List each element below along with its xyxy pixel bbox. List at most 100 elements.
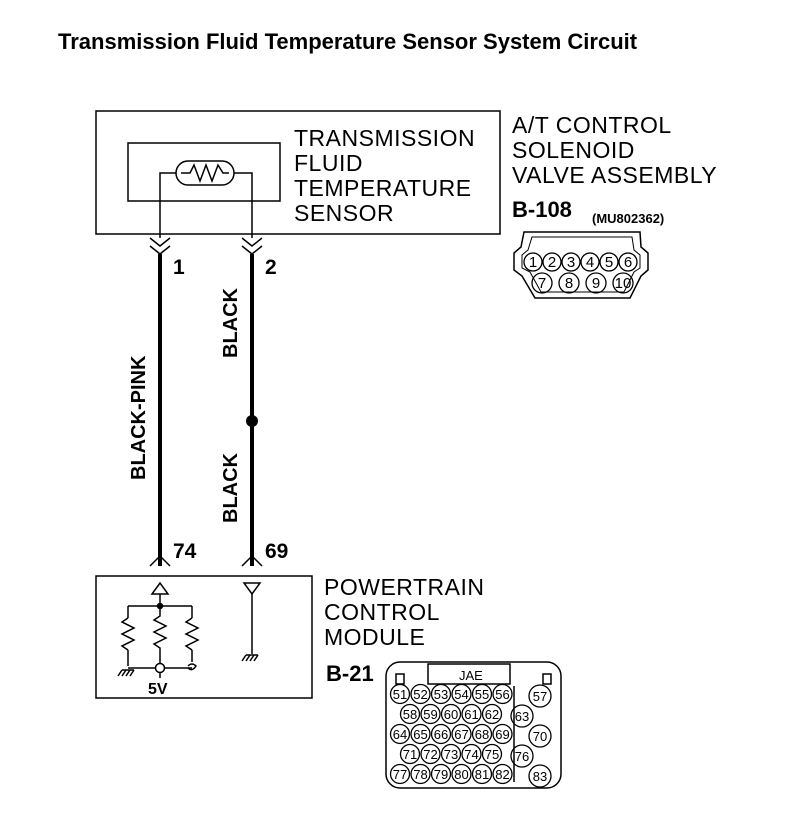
connector-pin-number: 59: [423, 707, 437, 722]
connector-pin-number: 70: [533, 729, 547, 744]
wire-color-right-lower: BLACK: [220, 452, 242, 523]
connector-pin: 6: [618, 252, 638, 272]
connector-pin: 76: [510, 744, 534, 768]
sensor-lead-right: [234, 172, 253, 238]
connector-pin: 58: [399, 703, 421, 725]
connector-pin-number: 9: [592, 275, 600, 292]
connector-pin-number: 4: [586, 254, 594, 271]
connector-pin: 68: [471, 723, 493, 745]
connector-pin-number: 56: [495, 687, 509, 702]
sensor-lead-left: [159, 172, 176, 238]
connector-pin: 72: [420, 743, 441, 765]
connector-pin: 62: [481, 703, 503, 725]
connector-pin-number: 51: [393, 687, 407, 702]
connector-pin: 77: [389, 763, 411, 785]
sensor-box: [127, 142, 281, 202]
connector-pin-number: 53: [434, 687, 448, 702]
pcm-label: POWERTRAIN CONTROL MODULE: [324, 574, 491, 650]
connector-pin-number: 77: [393, 767, 407, 782]
connector-pin-number: 54: [454, 687, 468, 702]
connector-pin: 2: [542, 252, 562, 272]
connector-pin: 10: [612, 272, 634, 294]
wire-color-left: BLACK-PINK: [128, 355, 150, 480]
connector-pin-number: 3: [567, 254, 575, 271]
connector-pin-number: 1: [529, 254, 537, 271]
ground-icon: [117, 669, 135, 677]
solenoid-connector-id: B-108: [512, 197, 572, 222]
pcm-pin-74-label: 74: [173, 540, 197, 563]
connector-pin-number: 82: [495, 767, 509, 782]
connector-pin-number: 74: [464, 747, 478, 762]
connector-pin: 66: [430, 723, 452, 745]
connector-pin-number: 66: [434, 727, 448, 742]
connector-pin: 60: [440, 703, 462, 725]
connector-pin-number: 78: [413, 767, 427, 782]
connector-pin-number: 73: [444, 747, 458, 762]
connector-pin: 56: [492, 683, 513, 705]
connector-pin-number: 80: [454, 767, 468, 782]
connector-pin: 70: [528, 724, 552, 748]
connector-pin: 61: [461, 703, 482, 725]
connector-pin-number: 65: [413, 727, 427, 742]
connector-pin-number: 61: [464, 707, 478, 722]
connector-pin-number: 71: [403, 747, 417, 762]
connector-pin-number: 68: [475, 727, 489, 742]
connector-pin: 82: [492, 763, 513, 785]
sensor-label: TRANSMISSION FLUID TEMPERATURE SENSOR: [294, 125, 482, 226]
wire-entry-chevrons: [149, 237, 263, 255]
connector-pin: 71: [399, 743, 421, 765]
connector-pin: 3: [561, 252, 581, 272]
connector-pin-number: 79: [434, 767, 448, 782]
connector-pin-number: 6: [624, 254, 632, 271]
connector-pin-number: 72: [423, 747, 437, 762]
connector-pin: 79: [430, 763, 452, 785]
pcm-entry-chevrons: [149, 554, 263, 567]
solenoid-assembly-label: A/T CONTROL SOLENOID VALVE ASSEMBLY: [512, 112, 717, 188]
connector-pin: 73: [440, 743, 462, 765]
connector-pin: 8: [558, 272, 580, 294]
pcm-input-circuit: [120, 581, 200, 678]
connector-pin: 9: [585, 272, 607, 294]
connector-pin: 5: [599, 252, 619, 272]
ground-icon: [241, 654, 259, 662]
wire-splice-junction: [246, 415, 258, 427]
connector-pin: 75: [481, 743, 503, 765]
connector-pin-number: 60: [444, 707, 458, 722]
solenoid-part-number: (MU802362): [592, 211, 664, 226]
connector-pin: 55: [471, 683, 493, 705]
connector-pin: 59: [420, 703, 441, 725]
connector-pin-number: 62: [485, 707, 499, 722]
connector-pin-number: 10: [615, 275, 632, 292]
connector-pin-number: 52: [413, 687, 427, 702]
pcm-connector-id: B-21: [326, 661, 374, 686]
connector-pin: 57: [528, 684, 552, 708]
connector-pin: 83: [528, 764, 552, 788]
connector-pin: 1: [523, 252, 543, 272]
connector-pin-number: 2: [548, 254, 556, 271]
connector-pin-number: 5: [605, 254, 613, 271]
connector-pin: 51: [389, 683, 411, 705]
connector-pin: 53: [430, 683, 452, 705]
connector-pin-number: 81: [475, 767, 489, 782]
connector-pin: 81: [471, 763, 493, 785]
connector-pin: 65: [410, 723, 431, 745]
solenoid-connector-face: [513, 231, 649, 299]
connector-pin: 74: [461, 743, 482, 765]
sensor-pin-2-label: 2: [265, 256, 277, 279]
sensor-pin-1-label: 1: [173, 256, 185, 279]
connector-pin-number: 83: [533, 769, 547, 784]
connector-pin-number: 7: [538, 275, 546, 292]
pcm-pin-69-label: 69: [265, 540, 288, 563]
connector-pin-number: 57: [533, 689, 547, 704]
connector-pin-number: 63: [515, 709, 529, 724]
solenoid-assembly-box: [95, 110, 501, 235]
connector-pin: 4: [580, 252, 600, 272]
connector-pin-number: 58: [403, 707, 417, 722]
connector-pin-number: 69: [495, 727, 509, 742]
pcm-connector-brand: JAE: [459, 668, 483, 683]
pcm-connector-face: [385, 661, 562, 789]
connector-pin-number: 64: [393, 727, 407, 742]
